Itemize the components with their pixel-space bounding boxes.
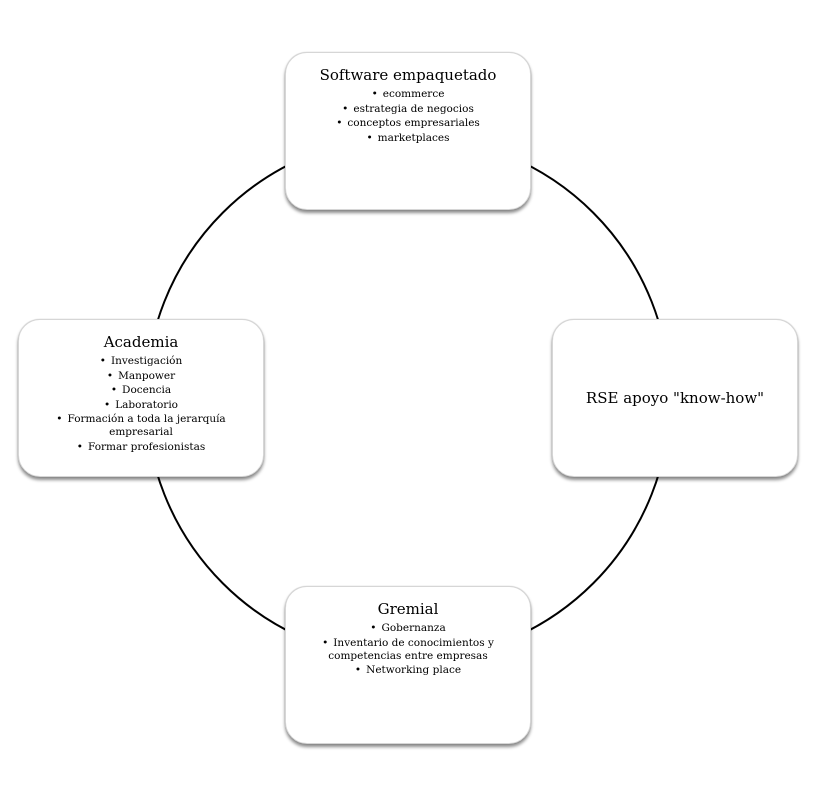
node-title: Academia	[103, 333, 179, 351]
node-item-list: •ecommerce •estrategia de negocios •conc…	[328, 88, 488, 146]
node-software-empaquetado: Software empaquetado •ecommerce •estrate…	[285, 52, 531, 210]
list-item: •Formación a toda la jerarquía empresari…	[56, 413, 226, 438]
list-item: •Formar profesionistas	[76, 440, 206, 453]
list-item: •Networking place	[354, 664, 462, 676]
list-item: •conceptos empresariales	[336, 117, 480, 129]
node-item-list: •Gobernanza •Inventario de conocimientos…	[286, 622, 530, 679]
list-item: •Docencia	[110, 384, 172, 396]
node-title: Software empaquetado	[319, 66, 497, 84]
list-item: •Gobernanza	[370, 622, 446, 634]
list-item: •marketplaces	[366, 131, 450, 144]
list-item: •ecommerce	[371, 88, 445, 100]
list-item: •estrategia de negocios	[342, 102, 474, 115]
node-item-list: •Investigación •Manpower •Docencia •Labo…	[19, 355, 263, 455]
list-item: •Investigación	[99, 355, 183, 367]
list-item: •Inventario de conocimientos y competenc…	[322, 636, 494, 662]
node-academia: Academia •Investigación •Manpower •Docen…	[18, 319, 264, 477]
node-rse-know-how: RSE apoyo "know-how"	[552, 319, 798, 477]
node-title: RSE apoyo "know-how"	[585, 389, 765, 407]
node-gremial: Gremial •Gobernanza •Inventario de conoc…	[285, 586, 531, 744]
node-title: Gremial	[377, 600, 439, 618]
list-item: •Manpower	[106, 369, 176, 382]
list-item: •Laboratorio	[104, 398, 178, 411]
